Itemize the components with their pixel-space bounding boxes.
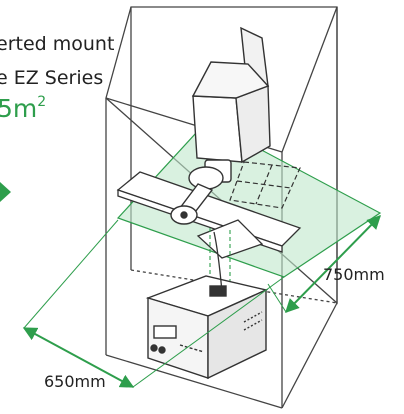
- controller-cable: [213, 231, 223, 293]
- width-dimension-line: [22, 219, 285, 388]
- robot-arm: [170, 26, 271, 225]
- caption-line-1: erted mount: [0, 33, 115, 55]
- area-value: 5m: [0, 94, 38, 123]
- area-exponent: 2: [37, 93, 47, 110]
- caption-line-2: e EZ Series: [0, 67, 104, 89]
- pointer-arrow: [0, 182, 11, 202]
- plate-grid: [229, 161, 301, 209]
- depth-dimension-line: [267, 214, 381, 314]
- controller-unit: [145, 275, 269, 380]
- depth-dimension-label: 750mm: [323, 265, 385, 284]
- width-dimension-label: 650mm: [44, 372, 106, 391]
- footprint-area-label: 5m2: [0, 94, 46, 123]
